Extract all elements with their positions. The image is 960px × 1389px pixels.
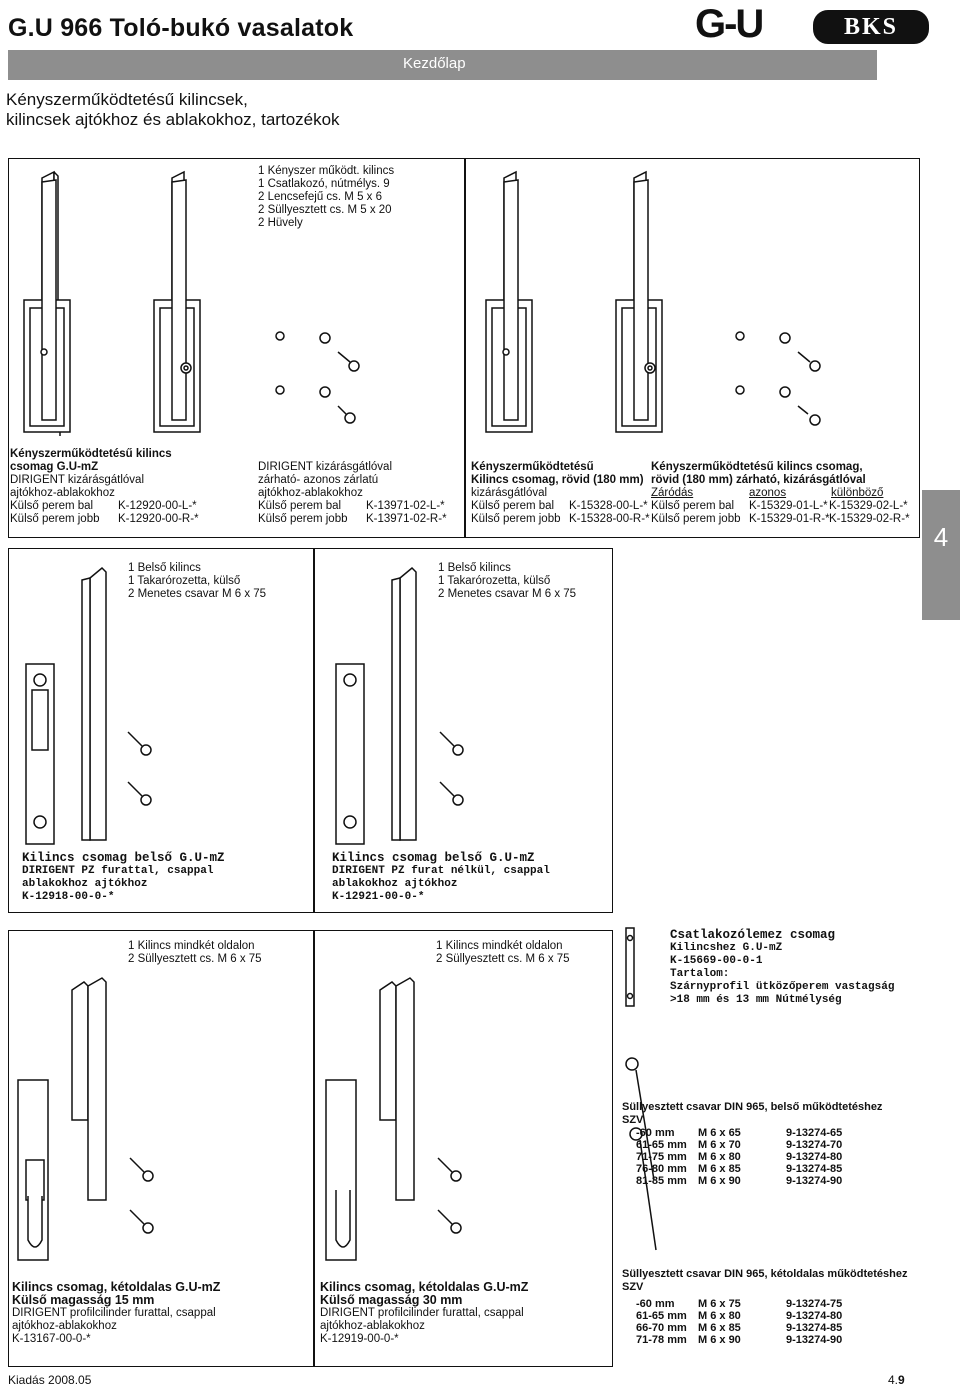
edition-label: Kiadás 2008.05 (8, 1373, 92, 1387)
home-link[interactable]: Kezdőlap (403, 55, 466, 72)
page-subtitle: Kényszerműködtetésű kilincsek, kilincsek… (6, 90, 340, 129)
section-2-frame (8, 548, 613, 913)
section-2-divider (313, 548, 315, 913)
chapter-tab[interactable]: 4 (922, 490, 960, 620)
product-3-block: Kényszerműködtetésű Kilincs csomag, rövi… (471, 461, 650, 525)
product-7-block: Csatlakozólemez csomag Kilincshez G.U-mZ… (670, 928, 895, 1007)
bks-logo: BKS (813, 10, 929, 44)
screw-table-2: Süllyesztett csavar DIN 965, kétoldalas … (622, 1268, 908, 1346)
section-1-divider (464, 158, 466, 538)
page-number: 4.9 (888, 1373, 905, 1387)
section-3-divider (313, 930, 315, 1367)
product-8-block: Kilincs csomag, kétoldalas G.U-mZ Külső … (12, 1280, 221, 1346)
product-1-block: Kényszerműködtetésű kilincs csomag G.U-m… (10, 448, 199, 525)
product-5-block: Kilincs csomag belső G.U-mZ DIRIGENT PZ … (22, 851, 225, 904)
screw-table-1: Süllyesztett csavar DIN 965, belső működ… (622, 1101, 883, 1187)
logo: G-U BKS (695, 4, 935, 44)
page-title: G.U 966 Toló-bukó vasalatok (8, 14, 354, 42)
product-6-block: Kilincs csomag belső G.U-mZ DIRIGENT PZ … (332, 851, 550, 904)
product-4-block: Kényszerműködtetésű kilincs csomag, rövi… (651, 461, 910, 525)
section-3-frame (8, 930, 613, 1367)
gu-logo: G-U (695, 2, 764, 46)
product-2-block: DIRIGENT kizárásgátlóval zárható- azonos… (258, 461, 447, 525)
handle-illustrations-1 (23, 170, 821, 436)
handle-illustrations-2 (25, 566, 464, 845)
product-9-block: Kilincs csomag, kétoldalas G.U-mZ Külső … (320, 1280, 529, 1346)
nav-bar: Kezdőlap (8, 50, 877, 80)
